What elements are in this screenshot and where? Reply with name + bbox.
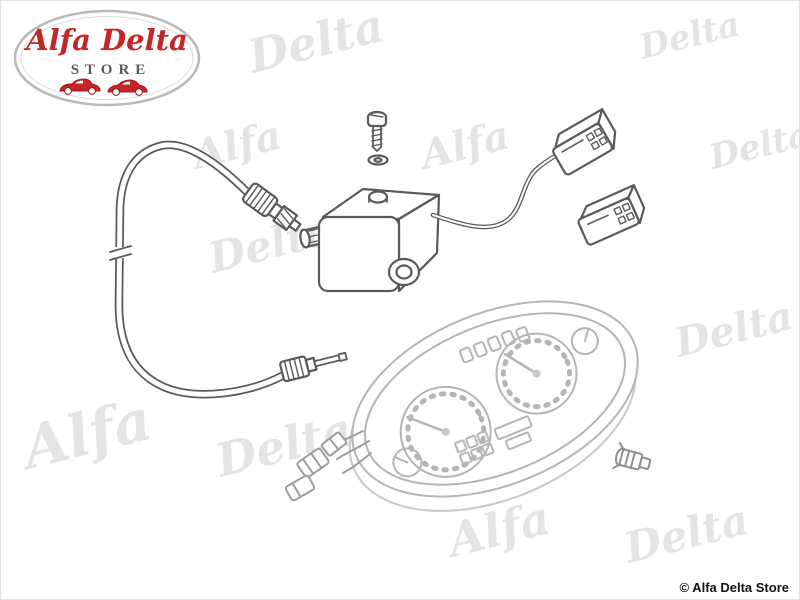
harness-wire	[342, 452, 372, 474]
harness-plug	[296, 447, 330, 479]
watermark-text: Delta	[635, 4, 744, 68]
watermark-text: Delta	[669, 292, 798, 367]
watermark-text: Delta	[705, 114, 800, 178]
sender-wire	[430, 151, 563, 230]
watermark-text: Alfa	[184, 111, 286, 179]
logo-car-left	[59, 78, 101, 95]
dark-parts	[109, 108, 646, 399]
watermark-text: Delta	[241, 1, 390, 84]
store-logo: Alfa Delta STORE	[13, 9, 201, 107]
logo-oval	[13, 9, 201, 107]
cable-break-mark	[109, 245, 132, 261]
logo-subtitle: STORE	[71, 62, 152, 78]
logo-oval-inner	[20, 16, 194, 100]
wire-connector-a	[552, 108, 617, 176]
cluster-temp-gauge	[570, 327, 599, 356]
speedometer-hub	[441, 427, 450, 436]
harness-plug	[320, 431, 348, 457]
cable-lower-connector	[279, 351, 348, 383]
angle-drive-unit	[299, 187, 441, 293]
cable-upper-connector	[242, 182, 302, 232]
watermark-text: Delta	[619, 495, 754, 573]
cluster-harness	[284, 430, 372, 502]
unit-front-face	[317, 215, 401, 293]
watermark-text: Alfa	[11, 385, 158, 484]
harness-wire	[336, 440, 370, 460]
unit-output-knob	[387, 257, 421, 287]
cluster-indicator-lights	[458, 326, 531, 364]
bulb-holder	[612, 442, 652, 471]
washer	[367, 154, 389, 166]
cluster-inner-rim	[363, 312, 627, 486]
instrument-cluster	[348, 300, 639, 512]
logo-car-right	[107, 79, 148, 96]
cluster-fuel-gauge	[392, 447, 423, 478]
speedometer-cable	[109, 140, 287, 399]
cluster-warning-lights	[454, 430, 495, 466]
cluster-outer-rim	[351, 300, 639, 498]
tachometer-hub	[532, 369, 541, 378]
harness-plug	[284, 474, 316, 502]
mounting-screw	[366, 110, 388, 152]
tachometer-needle	[503, 352, 538, 375]
wire-connector-b	[577, 184, 646, 246]
speedometer-needle	[406, 415, 447, 434]
unit-screw-boss	[367, 190, 389, 204]
logo-title: Alfa Delta	[23, 23, 188, 57]
copyright-text: © Alfa Delta Store	[679, 580, 789, 595]
unit-cable-port	[299, 225, 321, 249]
cluster-odometer	[493, 415, 533, 451]
watermark-text: Alfa	[412, 111, 514, 179]
cluster-tachometer	[495, 332, 578, 415]
